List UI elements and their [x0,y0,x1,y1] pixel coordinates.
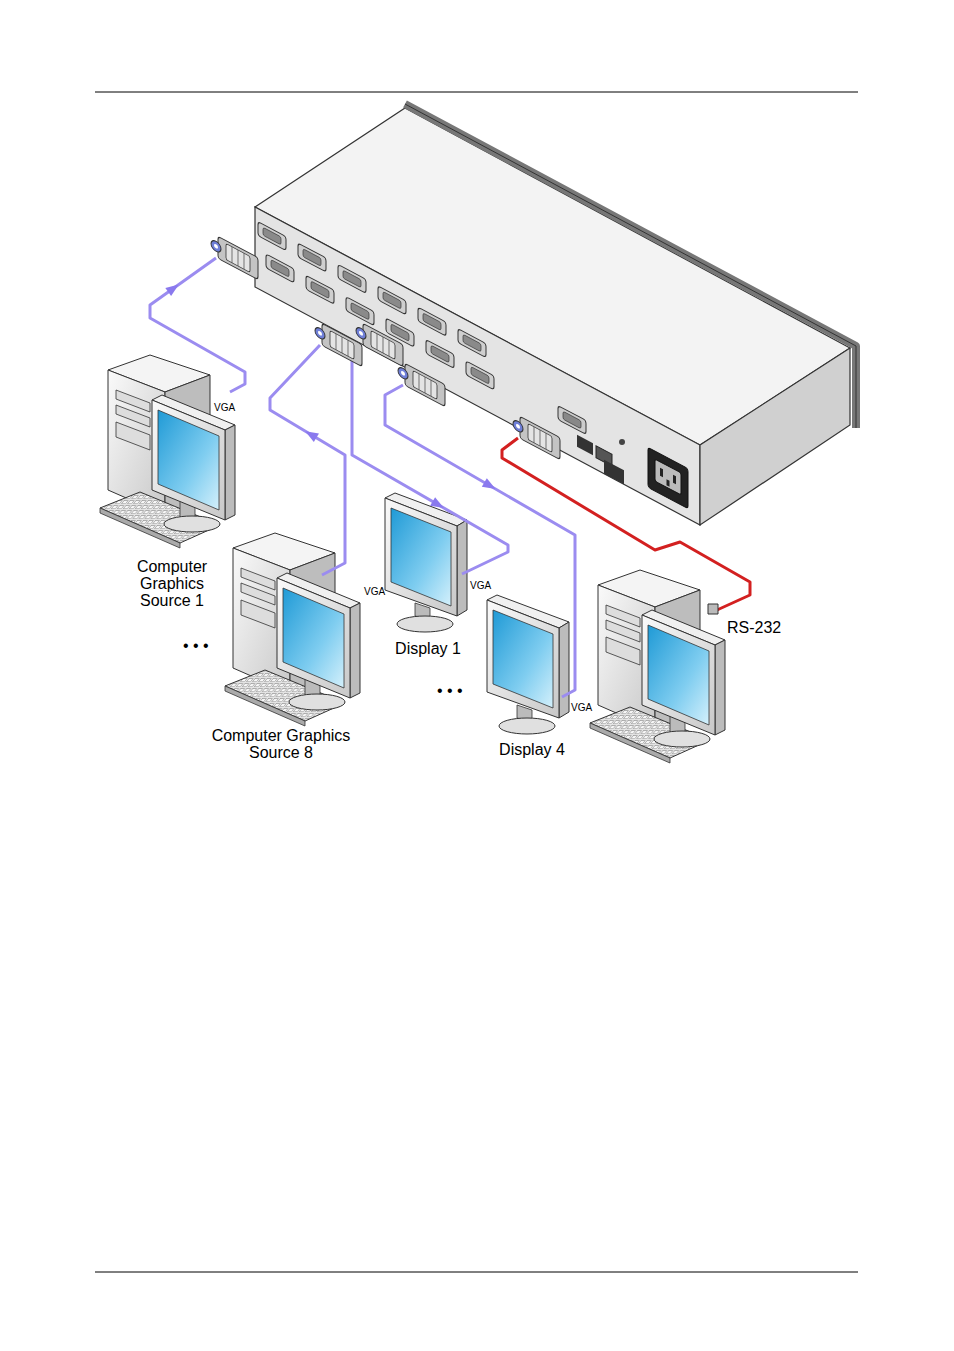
device-name: Display 1 [373,640,483,657]
vga-port [426,340,454,369]
cable-plug [211,233,560,460]
vga-port [258,222,286,251]
vga-port [346,297,374,326]
vga-port [458,329,486,358]
cable-arrow [305,431,319,442]
display-illustration [385,493,569,734]
vga-port [466,361,494,390]
cable [150,258,750,697]
vga-port [418,307,446,336]
vga-port [266,254,294,283]
footer-rule [95,1272,858,1273]
vga-port [306,275,334,304]
cable-arrow [430,497,444,508]
device-label: Display 1 [373,640,483,657]
cable-arrow [165,284,178,296]
device-name: Computer Graphics Source 8 [206,727,356,761]
ellipsis: • • • [183,637,209,654]
cable-arrow [482,478,496,489]
device-label: Display 4 [477,741,587,758]
cable-label: VGA [364,586,385,597]
device-label: Computer Graphics Source 1 [119,558,225,609]
device-name: Computer Graphics Source 1 [119,558,225,609]
computer-illustration [100,355,725,763]
device-name: Display 4 [477,741,587,758]
header-rule [95,92,858,93]
ellipsis: • • • [437,682,463,699]
cable-label: RS-232 [727,619,781,636]
cable-label: VGA [571,702,592,713]
vga-port [338,264,366,293]
cable-label: VGA [470,580,491,591]
vga-port [298,243,326,272]
device-label: Computer Graphics Source 8 [206,727,356,761]
vga-port [378,286,406,315]
cable-label: VGA [214,402,235,413]
